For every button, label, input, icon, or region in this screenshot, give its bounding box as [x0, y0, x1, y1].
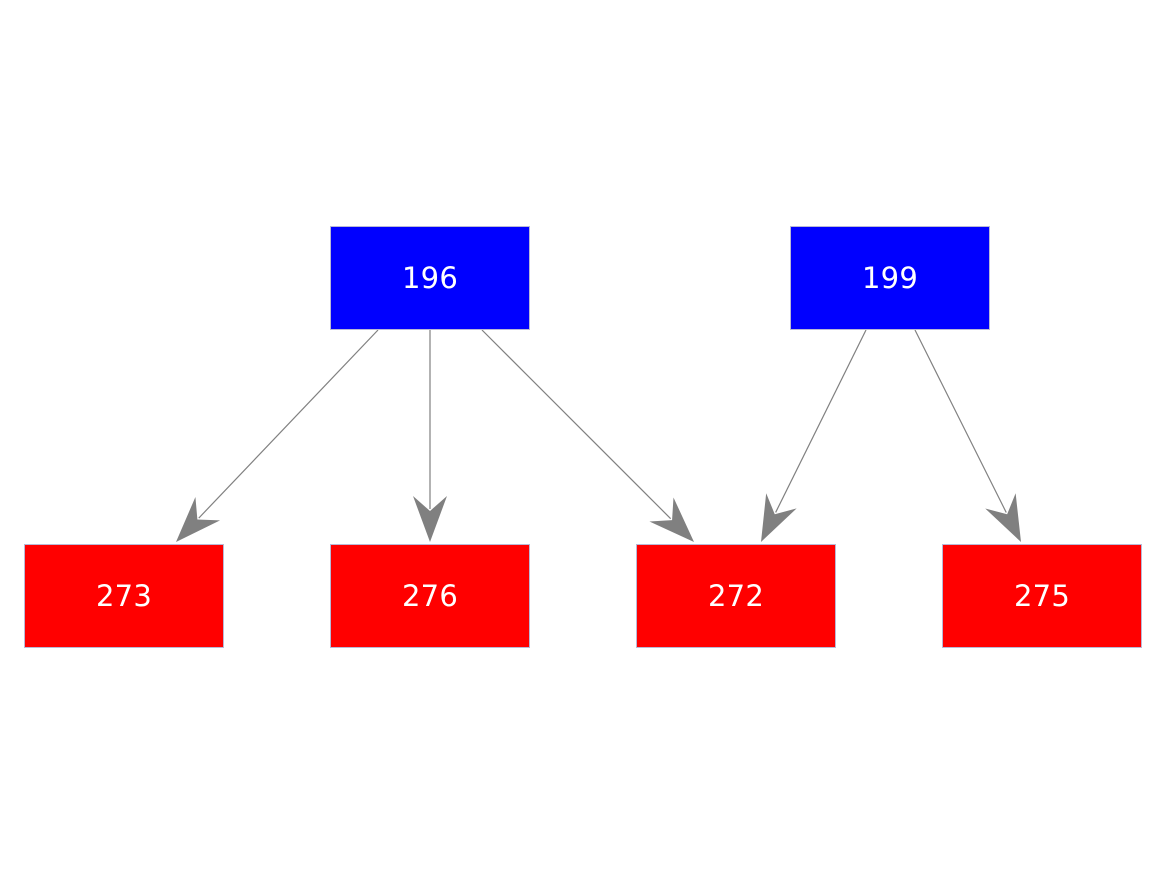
edge-line-196-273 — [198, 329, 379, 519]
edge-line-196-272 — [481, 329, 672, 520]
edge-line-199-272 — [775, 329, 867, 513]
node-label: 272 — [708, 578, 764, 613]
arrowhead-196-272 — [649, 497, 694, 542]
arrowhead-199-275 — [985, 493, 1021, 542]
node-199[interactable]: 199 — [790, 226, 990, 330]
arrowhead-196-273 — [176, 496, 221, 542]
arrowhead-196-276 — [413, 496, 447, 542]
node-label: 276 — [402, 578, 458, 613]
node-273[interactable]: 273 — [24, 544, 224, 648]
node-196[interactable]: 196 — [330, 226, 530, 330]
arrowhead-199-272 — [761, 493, 797, 542]
node-276[interactable]: 276 — [330, 544, 530, 648]
node-label: 196 — [402, 260, 458, 295]
edge-line-199-275 — [914, 329, 1007, 513]
node-272[interactable]: 272 — [636, 544, 836, 648]
node-label: 273 — [96, 578, 152, 613]
node-label: 275 — [1014, 578, 1070, 613]
node-label: 199 — [862, 260, 918, 295]
node-275[interactable]: 275 — [942, 544, 1142, 648]
